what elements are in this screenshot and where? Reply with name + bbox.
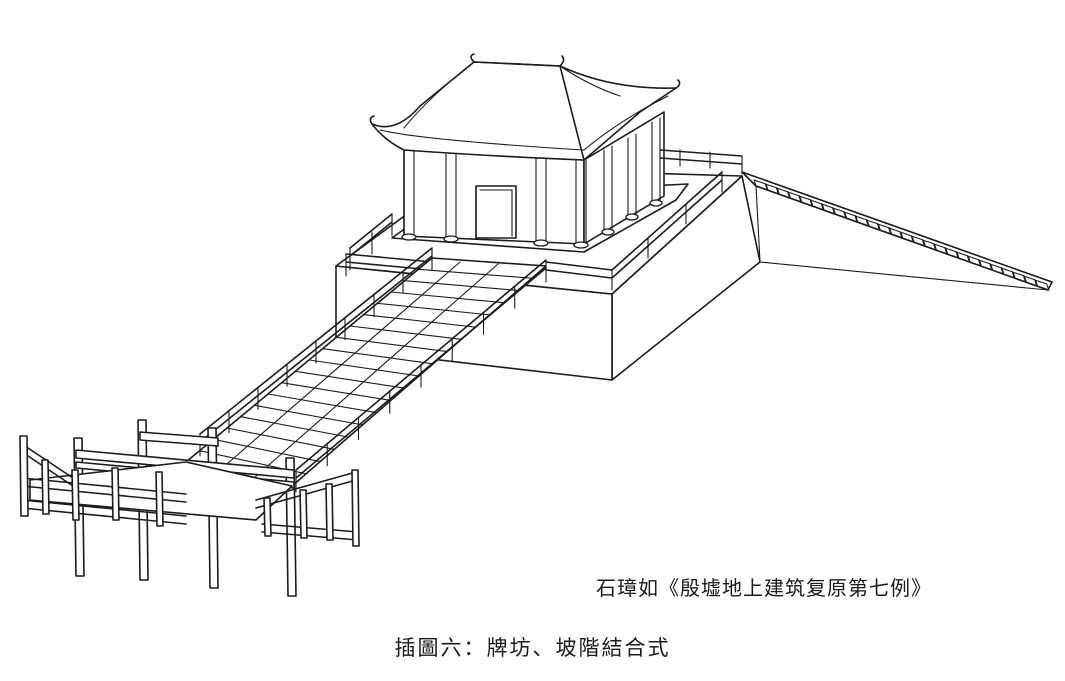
ramp-slat — [308, 359, 420, 377]
ramp-slat — [417, 268, 533, 279]
figure-caption: 插圖六：牌坊、坡階結合式 — [394, 636, 671, 660]
front-landing — [19, 435, 360, 547]
pavilion — [369, 53, 689, 253]
ramp-slat — [267, 393, 378, 414]
figure-credit: 石璋如《殷墟地上建筑复原第七例》 — [596, 576, 932, 600]
door — [475, 185, 517, 239]
ramp-slat — [376, 302, 491, 316]
ramp-slat — [390, 291, 505, 304]
stair-step — [1034, 279, 1050, 291]
ramp-slat — [363, 314, 476, 328]
ramp-slat — [335, 336, 448, 353]
stair-steps — [753, 179, 1050, 291]
ramp-slat — [253, 404, 364, 426]
ramp-slat — [294, 370, 406, 389]
ramp-slat — [322, 348, 434, 365]
ramp-slat — [240, 416, 349, 438]
ramp-slat — [349, 325, 462, 340]
ramp-slat — [281, 382, 392, 401]
ramp-slat — [404, 280, 519, 291]
ramp-slat — [226, 427, 335, 450]
side-staircase — [741, 171, 1053, 291]
ramp-slat — [212, 438, 321, 463]
